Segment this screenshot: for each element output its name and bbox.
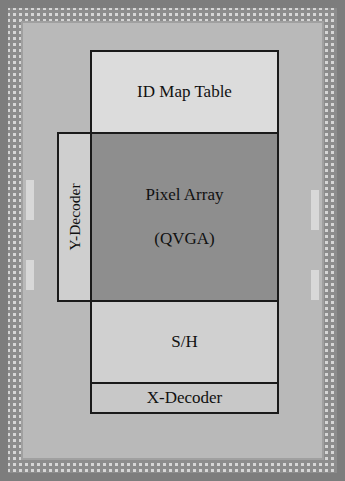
memory-block: ID Map Table <box>90 50 279 134</box>
block-label: Pixel Array <box>146 185 224 205</box>
block-label: ID Map Table <box>137 82 232 102</box>
block-label: (QVGA) <box>154 229 214 249</box>
decoder-block: X-Decoder <box>90 382 279 414</box>
pixel-array-block: Pixel Array (QVGA) <box>90 132 279 302</box>
sample-hold-block: S/H <box>90 300 279 384</box>
die-core <box>22 22 323 459</box>
block-label: S/H <box>171 332 197 352</box>
core-outline <box>22 22 323 459</box>
decoder-block: Y-Decoder <box>57 132 92 302</box>
block-label: X-Decoder <box>147 388 223 408</box>
pad-ring <box>8 8 337 473</box>
block-label: Y-Decoder <box>66 183 84 250</box>
